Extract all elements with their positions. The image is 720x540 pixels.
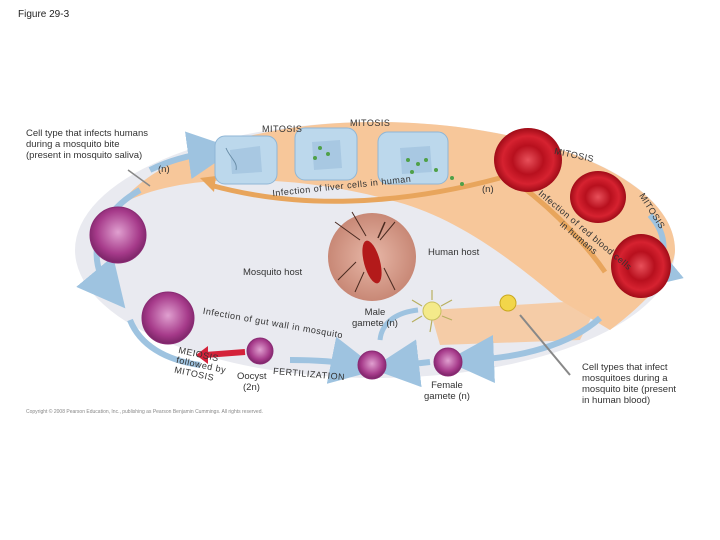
- syringe-left: [127, 169, 151, 187]
- cycle-arrow-top: [148, 131, 236, 180]
- male-gamete-label: Male gamete (n): [352, 307, 398, 329]
- mitosis-label-2: MITOSIS: [350, 118, 391, 128]
- copyright-notice: Copyright © 2008 Pearson Education, Inc.…: [26, 409, 263, 415]
- figure-title: Figure 29-3: [18, 9, 70, 20]
- liver-infection-arrow: [209, 175, 501, 204]
- infects-humans-label: Cell type that infects humans during a m…: [26, 128, 148, 161]
- red-blood-cell-1: [494, 128, 562, 192]
- meiosis-arrow: [204, 349, 246, 358]
- cycle-arrow-male: [377, 307, 419, 341]
- liver-cell-3: [377, 131, 449, 185]
- mosquito-image: [328, 211, 416, 301]
- female-gamete-cell: [433, 347, 463, 377]
- infected-cell-left: [89, 206, 147, 264]
- human-host-label: Human host: [428, 247, 480, 258]
- rbc-infection-arrow: [518, 183, 608, 274]
- cycle-arrow-right-bottom: [446, 315, 603, 384]
- ploidy-n-mid: (n): [482, 184, 494, 195]
- red-blood-cell-2: [570, 171, 626, 223]
- female-gamete-label: Female gamete (n): [424, 380, 470, 402]
- mitosis-label-1: MITOSIS: [262, 124, 303, 134]
- zygote-cell: [357, 350, 387, 380]
- oocyst-label: Oocyst (2n): [237, 371, 267, 393]
- sporozoites: [313, 146, 464, 186]
- infected-cell-bottom-left: [141, 291, 195, 345]
- liver-cell-1: [214, 135, 278, 185]
- infects-mosquitoes-label: Cell types that infect mosquitoes during…: [582, 362, 676, 406]
- mosquito-host-label: Mosquito host: [243, 267, 303, 278]
- red-blood-cell-3: [611, 234, 671, 298]
- male-gamete-cell: [411, 290, 453, 333]
- cycle-arrow-female: [371, 339, 431, 388]
- syringe-right: [519, 314, 571, 376]
- oocyst-cell: [246, 337, 274, 365]
- ploidy-n-left: (n): [158, 164, 170, 175]
- cycle-arrow-bottom: [289, 336, 379, 384]
- gametocyte-yellow: [499, 294, 517, 312]
- cycle-arrow-bottom-left: [127, 318, 201, 368]
